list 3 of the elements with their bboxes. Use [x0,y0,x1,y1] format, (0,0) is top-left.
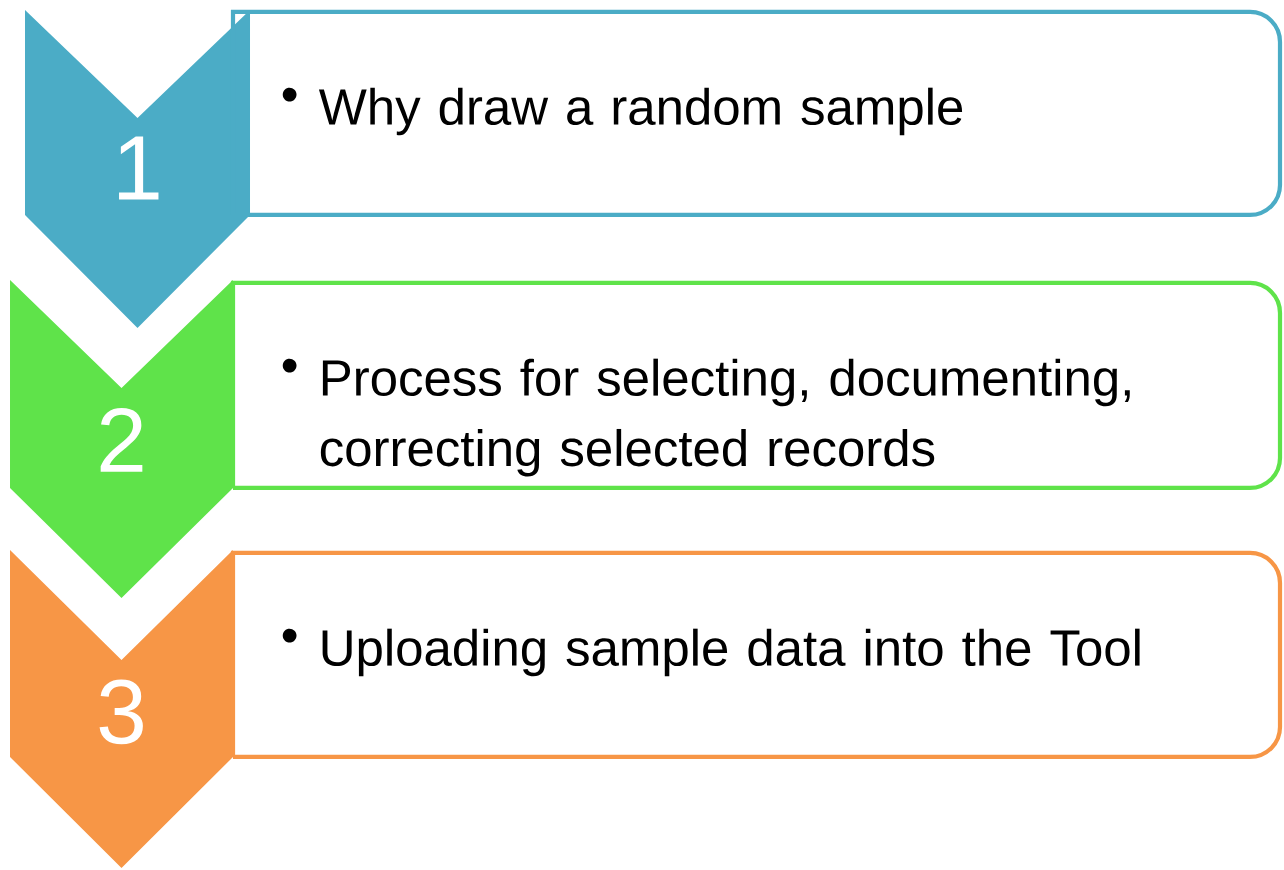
bullet: • [282,358,297,373]
bullet: • [282,87,297,102]
bullet: • [282,628,297,643]
